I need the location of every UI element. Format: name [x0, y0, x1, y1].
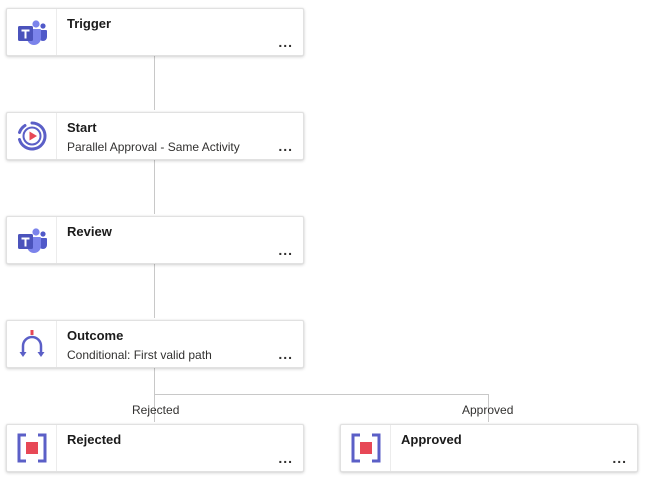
more-options-button[interactable]: ... — [278, 138, 293, 154]
node-subtitle: Parallel Approval - Same Activity — [67, 140, 240, 154]
connector-trigger-start — [154, 56, 155, 110]
connector-review-outcome — [154, 264, 155, 318]
node-title: Rejected — [67, 432, 122, 447]
connector-outcome-rejected — [154, 368, 155, 422]
conditional-branch-icon — [7, 321, 57, 367]
stop-bracket-icon — [7, 425, 57, 471]
teams-icon — [7, 217, 57, 263]
more-options-button[interactable]: ... — [278, 450, 293, 466]
more-options-button[interactable]: ... — [278, 242, 293, 258]
node-title: Approved — [401, 432, 462, 447]
connector-branch-approved — [488, 394, 489, 422]
node-title: Start — [67, 120, 97, 135]
more-options-button[interactable]: ... — [612, 450, 627, 466]
node-review[interactable]: Review ... — [6, 216, 304, 264]
node-subtitle: Conditional: First valid path — [67, 348, 212, 362]
connector-branch-horizontal — [154, 394, 489, 395]
stop-bracket-icon — [341, 425, 391, 471]
node-title: Trigger — [67, 16, 112, 31]
node-rejected[interactable]: Rejected ... — [6, 424, 304, 472]
node-approved[interactable]: Approved ... — [340, 424, 638, 472]
connector-start-review — [154, 160, 155, 214]
teams-icon — [7, 9, 57, 55]
node-title: Outcome — [67, 328, 124, 343]
branch-label-approved: Approved — [462, 403, 514, 417]
more-options-button[interactable]: ... — [278, 34, 293, 50]
node-outcome[interactable]: Outcome Conditional: First valid path ..… — [6, 320, 304, 368]
node-title: Review — [67, 224, 112, 239]
start-play-icon — [7, 113, 57, 159]
node-start[interactable]: Start Parallel Approval - Same Activity … — [6, 112, 304, 160]
more-options-button[interactable]: ... — [278, 346, 293, 362]
node-trigger[interactable]: Trigger ... — [6, 8, 304, 56]
branch-label-rejected: Rejected — [132, 403, 180, 417]
